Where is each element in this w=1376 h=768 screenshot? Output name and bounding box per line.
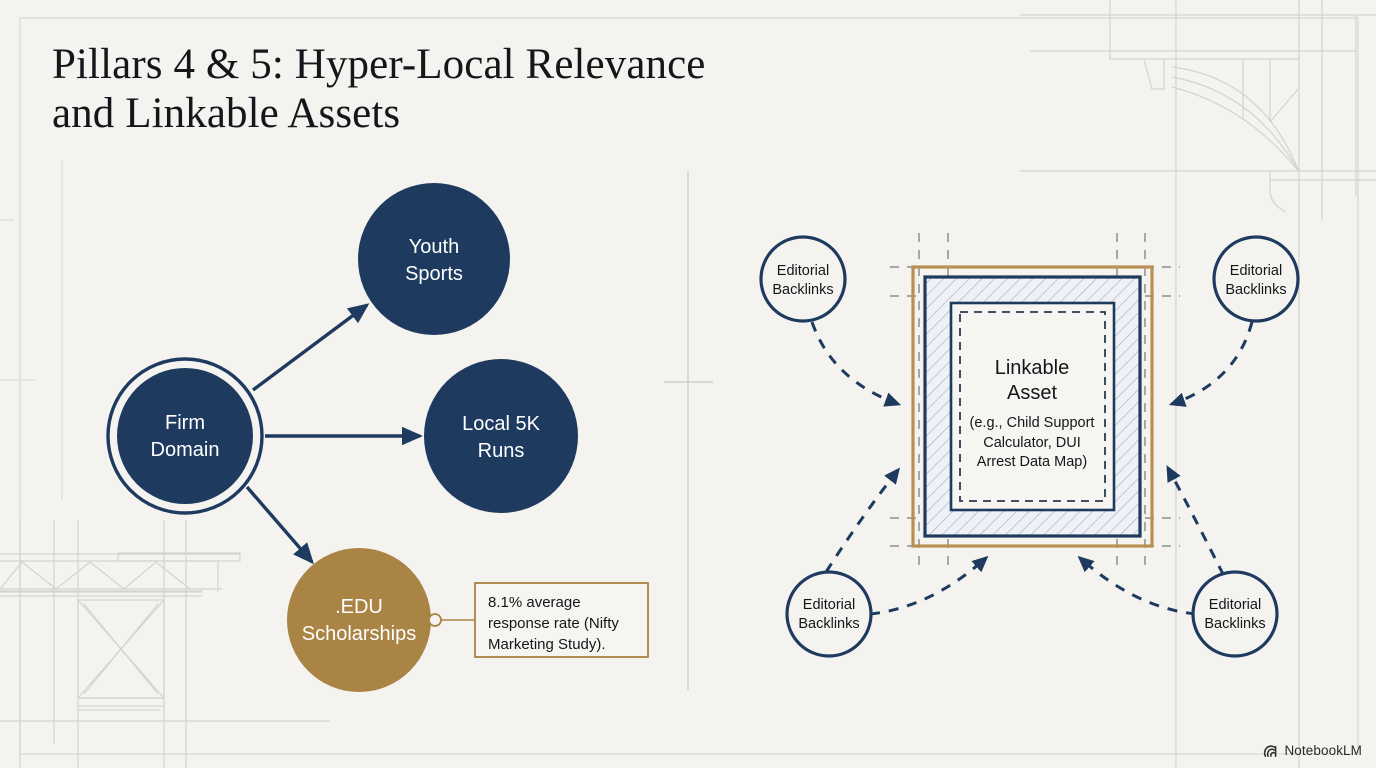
- local-5k-runs-label-line2: Runs: [478, 440, 525, 462]
- local-5k-runs-node[interactable]: [424, 359, 578, 513]
- firm-domain-label-line2: Domain: [151, 439, 220, 461]
- notebooklm-spiral-icon: [1263, 744, 1279, 758]
- backlink-arrow-top-right: [1168, 321, 1254, 407]
- left-panel-group: Firm Domain Youth Sports Local 5K Runs .…: [106, 183, 649, 692]
- panel-divider: [664, 171, 713, 690]
- page-title: Pillars 4 & 5: Hyper-Local Relevance and…: [52, 41, 706, 138]
- edu-scholarships-label-line1: .EDU: [335, 596, 383, 618]
- backlink-bottom-right-line2: Backlinks: [1204, 616, 1265, 632]
- editorial-backlinks-node-top-right[interactable]: [1212, 235, 1300, 323]
- asset-inner-frame: [949, 301, 1116, 512]
- blueprint-truss-detail: [0, 520, 330, 768]
- callout-line-2: response rate (Nifty: [488, 615, 619, 632]
- youth-sports-node[interactable]: [358, 183, 510, 335]
- backlink-top-right-line1: Editorial: [1230, 263, 1282, 279]
- local-5k-runs-label-line1: Local 5K: [462, 413, 540, 435]
- asset-outer-frame: [911, 265, 1154, 548]
- linkable-asset-sub-line1: (e.g., Child Support: [970, 415, 1095, 431]
- firm-domain-node[interactable]: [117, 368, 253, 504]
- notebooklm-label: NotebookLM: [1284, 743, 1362, 758]
- asset-inner-dashed-outline: [959, 311, 1106, 502]
- backlink-arrow-bottom-left: [869, 555, 989, 616]
- backlink-bottom-left-line1: Editorial: [803, 597, 855, 613]
- backlink-arrow-mid-left: [824, 467, 900, 573]
- linkable-asset-sub-line3: Arrest Data Map): [977, 454, 1087, 470]
- right-panel-group: Linkable Asset (e.g., Child Support Calc…: [759, 233, 1300, 658]
- notebooklm-watermark: NotebookLM: [1263, 743, 1362, 758]
- backlink-bottom-left-line2: Backlinks: [798, 616, 859, 632]
- linkable-asset-title-line2: Asset: [1007, 382, 1057, 404]
- firm-domain-label-line1: Firm: [165, 412, 205, 434]
- callout-anchor-dot: [428, 613, 442, 627]
- edge-firm-to-youth: [251, 303, 370, 392]
- backlink-top-left-line2: Backlinks: [772, 282, 833, 298]
- editorial-backlinks-node-bottom-right[interactable]: [1191, 570, 1279, 658]
- editorial-backlinks-node-top-left[interactable]: [759, 235, 847, 323]
- firm-domain-outer-ring: [106, 357, 264, 515]
- youth-sports-label-line1: Youth: [409, 236, 459, 258]
- youth-sports-label-line2: Sports: [405, 263, 463, 285]
- blueprint-arch-detail: [1020, 0, 1376, 768]
- callout-line-1: 8.1% average: [488, 594, 581, 611]
- linkable-asset-title-line1: Linkable: [995, 357, 1070, 379]
- linkable-asset-sub-line2: Calculator, DUI: [983, 435, 1081, 451]
- backlink-top-left-line1: Editorial: [777, 263, 829, 279]
- backlink-arrow-bottom-right: [1077, 555, 1197, 616]
- edu-scholarships-label-line2: Scholarships: [302, 623, 417, 645]
- callout-line-3: Marketing Study).: [488, 636, 606, 653]
- edge-firm-to-edu: [245, 485, 314, 565]
- edu-scholarships-node[interactable]: [287, 548, 431, 692]
- editorial-backlinks-node-bottom-left[interactable]: [785, 570, 873, 658]
- callout-box[interactable]: [474, 582, 649, 658]
- backlink-bottom-right-line1: Editorial: [1209, 597, 1261, 613]
- backlink-top-right-line2: Backlinks: [1225, 282, 1286, 298]
- backlink-arrow-top-left: [810, 321, 902, 407]
